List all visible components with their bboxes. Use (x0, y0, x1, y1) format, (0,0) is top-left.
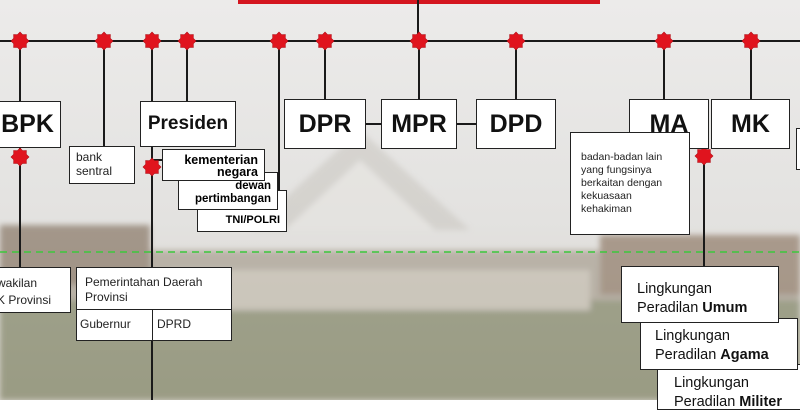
junction-marker (142, 31, 162, 51)
drop-lines (19, 41, 752, 400)
note-ma-line1: badan-badan lain (581, 151, 663, 163)
bpk-perwakilan-line1: wakilan (0, 276, 38, 290)
note-badan-lain: badan-badan lain yang fungsinya berkaita… (570, 132, 690, 235)
pemda-line2: Provinsi (85, 290, 128, 304)
note-bank-line2: sentral (76, 164, 113, 178)
node-bpk-label: BPK (1, 110, 54, 138)
peradilan-umum-prefix: Peradilan (637, 300, 699, 316)
node-peradilan-agama: Lingkungan Peradilan Agama (640, 318, 798, 370)
peradilan-agama-prefix: Peradilan (655, 347, 717, 363)
junction-marker (10, 147, 30, 167)
junction-marker (506, 31, 526, 51)
node-gubernur: Gubernur (76, 309, 153, 341)
node-dpr: DPR (284, 99, 366, 149)
node-mpr-label: MPR (391, 109, 447, 138)
node-peradilan-umum: Lingkungan Peradilan Umum (621, 266, 779, 323)
junction-marker (10, 31, 30, 51)
peradilan-militer-label: Militer (739, 394, 782, 410)
note-bank-sentral: bank sentral (69, 146, 135, 184)
junction-marker (142, 157, 162, 177)
bpk-perwakilan-line2: K Provinsi (0, 293, 52, 307)
junction-marker (315, 31, 335, 51)
junction-marker (94, 31, 114, 51)
peradilan-militer-prefix: Peradilan (674, 394, 736, 410)
gubernur-label: Gubernur (80, 317, 131, 331)
junction-marker (177, 31, 197, 51)
peradilan-militer-line1: Lingkungan (674, 375, 749, 391)
peradilan-agama-line1: Lingkungan (655, 328, 730, 344)
org-chart-connectors (0, 0, 800, 400)
node-dprd: DPRD (152, 309, 232, 341)
note-kementerian-negara: kementerian negara (162, 149, 265, 181)
note-ma-line3: berkaitan dengan (581, 177, 663, 189)
note-dewan-line2: pertimbangan (194, 193, 271, 205)
note-tni-label: TNI/POLRI (225, 214, 280, 226)
note-bank-line1: bank (76, 150, 103, 164)
node-mk-label: MK (731, 109, 770, 138)
note-ma-line2: yang fungsinya (581, 164, 652, 176)
dprd-label: DPRD (157, 317, 192, 331)
node-presiden: Presiden (140, 101, 236, 147)
note-kementerian-line2: negara (217, 165, 258, 179)
node-bpk: BPK (0, 101, 61, 148)
node-peradilan-militer: Lingkungan Peradilan Militer (657, 364, 800, 410)
pemda-line1: Pemerintahan Daerah (85, 275, 203, 289)
node-dpr-label: DPR (298, 109, 352, 138)
node-dpd-label: DPD (489, 109, 543, 138)
junction-marker (654, 31, 674, 51)
node-dpd: DPD (476, 99, 556, 149)
junction-marker (409, 31, 429, 51)
note-ma-line5: kehakiman (581, 203, 632, 215)
note-ma-line4: kekuasaan (581, 190, 632, 202)
peradilan-agama-label: Agama (720, 347, 769, 363)
node-cutoff-right (796, 128, 800, 170)
node-mk: MK (711, 99, 790, 149)
note-kementerian-line1: kementerian (184, 153, 258, 167)
junction-marker (269, 31, 289, 51)
node-pemda-provinsi: Pemerintahan Daerah Provinsi (76, 267, 232, 310)
junction-marker (741, 31, 761, 51)
note-dewan-line1: dewan (235, 180, 271, 192)
peradilan-umum-line1: Lingkungan (637, 281, 712, 297)
peradilan-umum-label: Umum (702, 300, 748, 316)
junction-marker (694, 146, 714, 166)
node-presiden-label: Presiden (147, 113, 229, 134)
node-bpk-perwakilan: wakilan K Provinsi (0, 267, 71, 313)
node-mpr: MPR (381, 99, 457, 149)
